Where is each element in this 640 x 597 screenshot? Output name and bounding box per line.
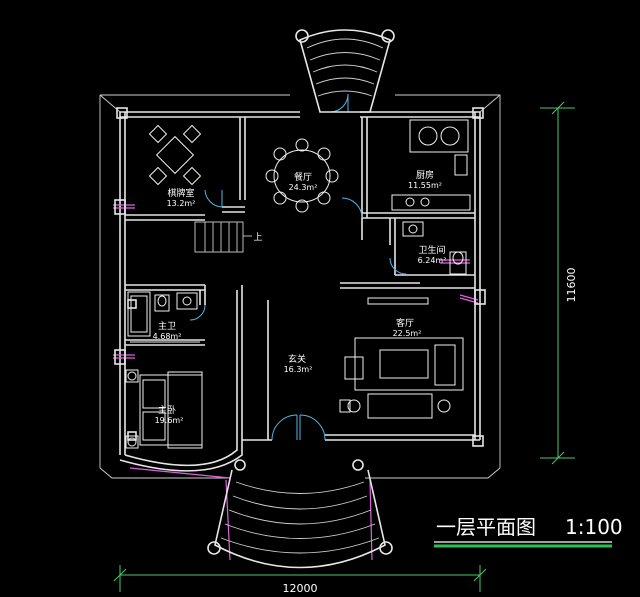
dining-table <box>265 138 339 213</box>
room-area-dining: 24.3m² <box>289 183 318 192</box>
room-area-foyer: 16.3m² <box>284 365 313 374</box>
room-label-bath: 卫生间 <box>418 244 445 256</box>
stair-up-label: 上 <box>253 232 262 243</box>
width-dimension-label: 12000 <box>283 582 318 595</box>
height-dimension <box>540 101 575 465</box>
room-area-living: 22.5m² <box>393 329 422 338</box>
bed <box>125 369 203 449</box>
doors <box>189 93 407 441</box>
room-area-chess: 13.2m² <box>167 199 196 208</box>
room-area-kitchen: 11.55m² <box>408 181 442 190</box>
room-label-foyer: 玄关 <box>288 353 306 365</box>
drawing-title: 一层平面图 <box>436 515 536 539</box>
height-dimension-label: 11600 <box>565 268 578 303</box>
living-furniture <box>339 297 464 419</box>
master-bath-fixtures <box>127 291 200 343</box>
drawing-scale: 1:100 <box>565 515 623 539</box>
room-label-chess: 棋牌室 <box>167 187 194 199</box>
kitchen-fixtures <box>391 119 471 211</box>
exterior-walls <box>116 107 484 455</box>
room-label-living: 客厅 <box>396 317 414 329</box>
room-area-bath: 6.24m² <box>418 256 447 265</box>
chess-table <box>148 124 202 186</box>
columns <box>114 199 486 441</box>
rear-steps <box>295 29 395 113</box>
interior-walls <box>119 117 475 472</box>
roof-outline <box>99 94 501 479</box>
room-label-master-bed: 主卧 <box>158 404 176 416</box>
interior-stair <box>194 221 252 253</box>
bathroom-fixtures <box>402 221 467 275</box>
room-label-master-bath: 主卫 <box>158 320 176 332</box>
room-label-kitchen: 厨房 <box>416 169 434 181</box>
width-dimension <box>113 565 487 592</box>
front-steps <box>207 459 393 569</box>
room-area-master-bath: 4.68m² <box>153 332 182 341</box>
title-underline <box>434 541 612 548</box>
room-area-master-bed: 19.6m² <box>155 416 184 425</box>
room-label-dining: 餐厅 <box>294 171 312 183</box>
